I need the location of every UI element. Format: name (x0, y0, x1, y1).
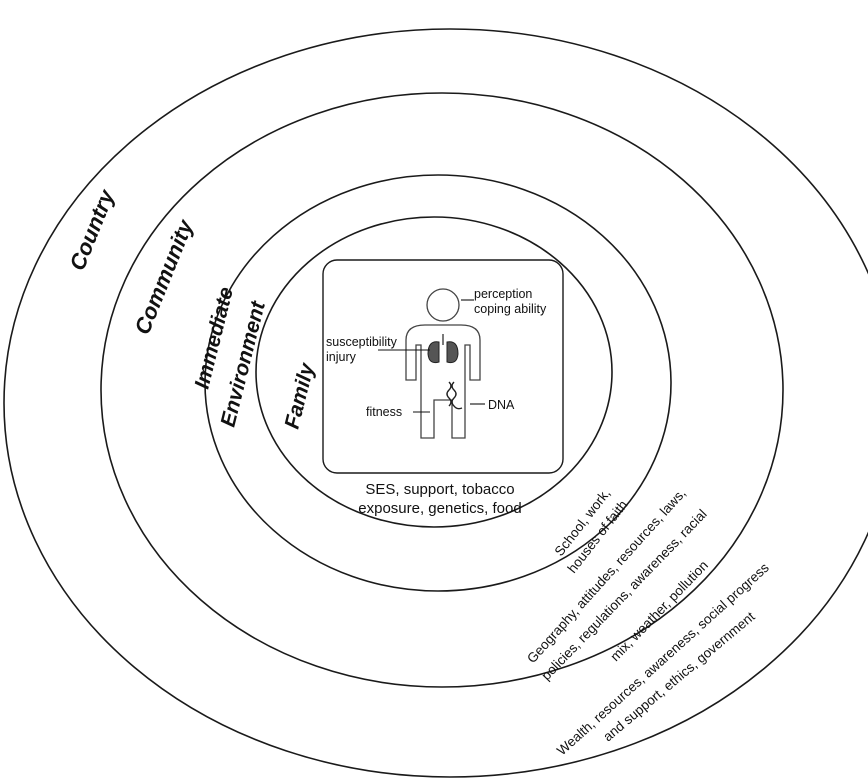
individual-box (322, 259, 564, 474)
community-description-line3: mix, weather, pollution (607, 558, 711, 665)
susceptibility-label: susceptibility (326, 335, 398, 349)
ring-country (3, 28, 868, 778)
injury-label: injury (326, 350, 357, 364)
left-lung-icon (427, 341, 440, 364)
right-lung-icon (446, 341, 459, 364)
country-label: Country (64, 185, 119, 274)
ring-immediate-environment (204, 174, 672, 592)
family-description-line1: SES, support, tobacco (365, 481, 514, 498)
ring-community (100, 92, 784, 688)
family-label: Family (281, 360, 320, 431)
fitness-label: fitness (366, 405, 402, 419)
dna-label: DNA (488, 398, 515, 412)
coping-ability-label: coping ability (474, 302, 547, 316)
family-description-line2: exposure, genetics, food (358, 500, 521, 517)
human-figure (405, 288, 481, 439)
head-shape (426, 288, 460, 322)
ring-family (255, 216, 613, 528)
dna-icon (446, 381, 463, 410)
community-label: Community (129, 215, 198, 338)
perception-label: perception (474, 287, 532, 301)
